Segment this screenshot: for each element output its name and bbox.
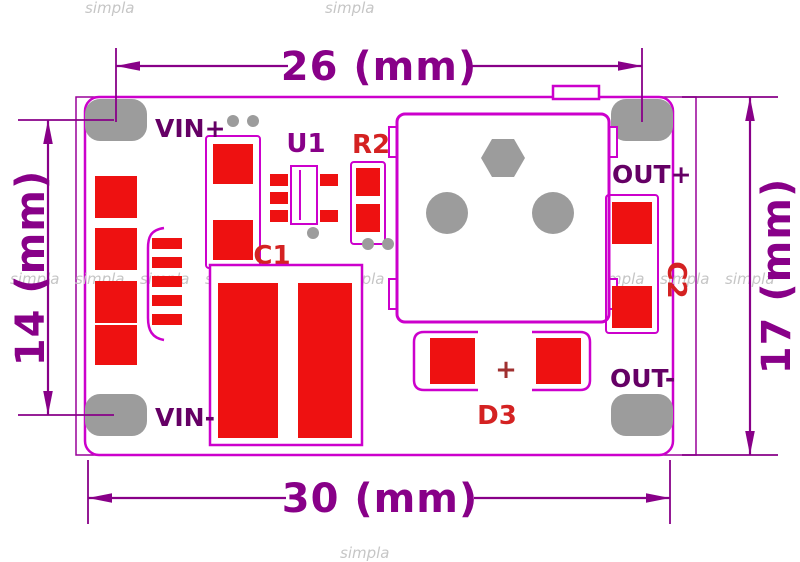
u1-outline (290, 165, 318, 225)
ref-label-u1: U1 (286, 129, 325, 159)
pin-pad (152, 314, 182, 325)
dimension-text-left: 14 (mm) (8, 170, 54, 367)
pad (270, 174, 288, 186)
pin-pad (152, 257, 182, 268)
inductor-outline (395, 112, 611, 324)
pin-pad (152, 295, 182, 306)
via (247, 115, 259, 127)
pad-out-minus (611, 394, 673, 436)
c2-footprint (605, 194, 659, 334)
watermark-text: simpla (340, 544, 389, 562)
via (227, 115, 239, 127)
pad (218, 283, 278, 438)
label-vin-minus: VIN- (155, 403, 215, 432)
d3-outline-left (412, 330, 478, 392)
via (382, 238, 394, 250)
pin-pad (152, 238, 182, 249)
pad (356, 204, 380, 232)
ref-label-r2: R2 (352, 130, 390, 160)
watermark-text: simpla (660, 270, 709, 288)
d3-outline-right (532, 330, 592, 392)
pad (270, 192, 288, 204)
watermark-text: simpla (85, 0, 134, 17)
pad (612, 286, 652, 328)
label-vin-plus: VIN+ (155, 114, 226, 143)
pad (320, 210, 338, 222)
pad (430, 338, 475, 384)
input-connector-footprint (95, 176, 182, 365)
pad (320, 174, 338, 186)
pad (95, 281, 137, 323)
u1-footprint (270, 165, 338, 225)
pad (612, 202, 652, 244)
label-out-plus: OUT+ (612, 160, 692, 189)
inductor-hole (532, 192, 574, 234)
c2-outline (605, 194, 659, 334)
via (362, 238, 374, 250)
pad (536, 338, 581, 384)
dimension-left (18, 119, 114, 416)
pad (270, 210, 288, 222)
pad (298, 283, 352, 438)
pad (95, 228, 137, 270)
inductor-footprint (388, 112, 618, 324)
d3-footprint: + (412, 330, 592, 392)
dimension-text-bottom: 30 (mm) (282, 476, 479, 522)
ref-label-d3: D3 (477, 401, 517, 431)
dimension-text-right: 17 (mm) (754, 178, 800, 375)
connector-shield-outline (146, 226, 165, 342)
pin-pad (152, 276, 182, 287)
via (307, 227, 319, 239)
pad (213, 220, 253, 260)
vias (227, 115, 394, 279)
pad (213, 144, 253, 184)
d3-polarity-mark: + (495, 355, 517, 385)
watermark-text: simpla (325, 0, 374, 17)
dimension-bottom (87, 460, 671, 524)
bulk-capacitor-footprint (208, 263, 364, 447)
dimension-text-top: 26 (mm) (281, 44, 478, 90)
pad (95, 176, 137, 218)
pad-vin-minus (85, 394, 147, 436)
top-edge-component (551, 84, 601, 101)
ref-label-c2: C2 (661, 261, 691, 298)
pad (95, 325, 137, 365)
dimension-right (682, 96, 778, 456)
label-out-minus: OUT- (610, 364, 675, 393)
inductor-hex-hole (481, 139, 525, 177)
inductor-hole (426, 192, 468, 234)
pad (356, 168, 380, 196)
watermark-row-top: simpla simpla (85, 0, 374, 17)
r2-footprint (350, 161, 386, 245)
dimension-top (115, 48, 643, 122)
